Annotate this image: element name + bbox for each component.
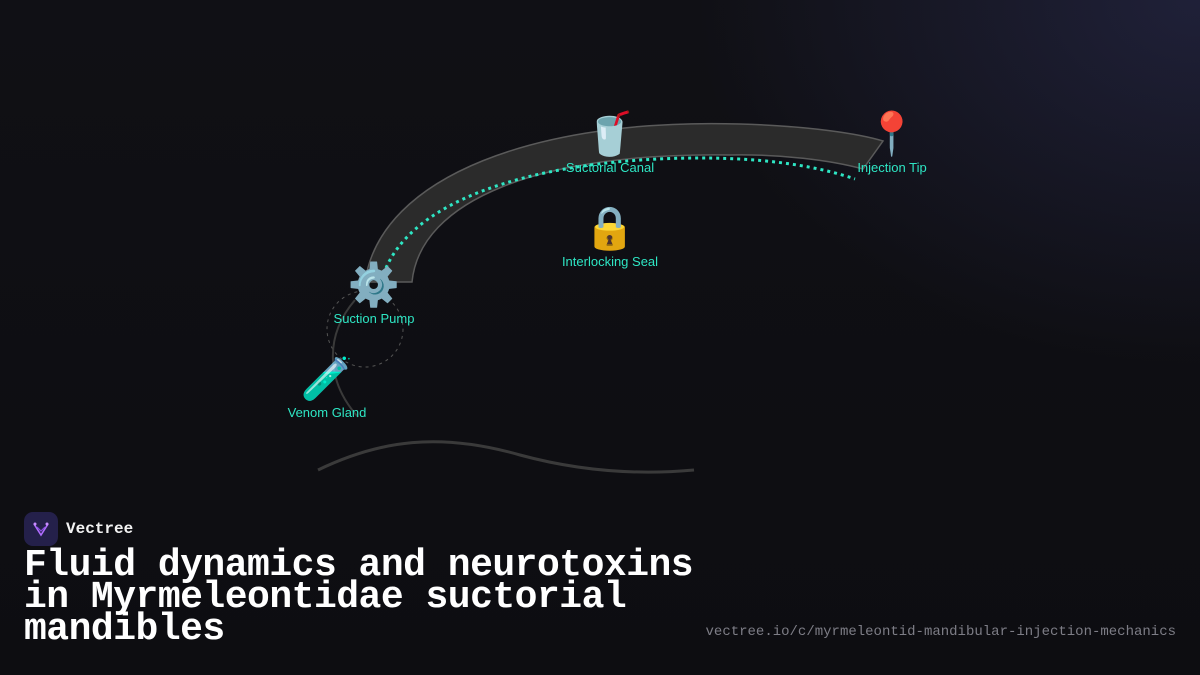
cup-with-straw-icon: 🥤 [583, 109, 637, 158]
node-label: Suction Pump [333, 311, 415, 326]
round-pushpin-icon: 📍 [865, 109, 919, 158]
gear-icon: ⚙️ [347, 260, 401, 309]
vectree-logo-icon [24, 512, 58, 546]
node-injection-tip: 📍 Injection Tip [812, 109, 972, 176]
brand-name: Vectree [66, 520, 134, 538]
brand: Vectree [24, 512, 133, 546]
node-suction-pump: ⚙️ Suction Pump [294, 260, 454, 327]
pump-chamber-outline [326, 290, 404, 368]
node-label: Suctorial Canal [565, 160, 655, 175]
mandible-shape [364, 122, 885, 283]
node-label: Venom Gland [287, 405, 367, 420]
source-url: vectree.io/c/myrmeleontid-mandibular-inj… [705, 624, 1176, 640]
head-outline-curve [331, 299, 359, 418]
test-tube-icon: 🧪 [300, 354, 354, 403]
lock-icon: 🔒 [583, 203, 637, 252]
node-label: Injection Tip [857, 160, 927, 175]
flow-path [384, 156, 856, 269]
node-label: Interlocking Seal [561, 254, 659, 269]
node-interlocking-seal: 🔒 Interlocking Seal [530, 203, 690, 270]
node-suctorial-canal: 🥤 Suctorial Canal [530, 109, 690, 176]
node-venom-gland: 🧪 Venom Gland [247, 354, 407, 421]
page-title: Fluid dynamics and neurotoxins in Myrmel… [24, 544, 694, 651]
head-base-curve [317, 440, 695, 474]
